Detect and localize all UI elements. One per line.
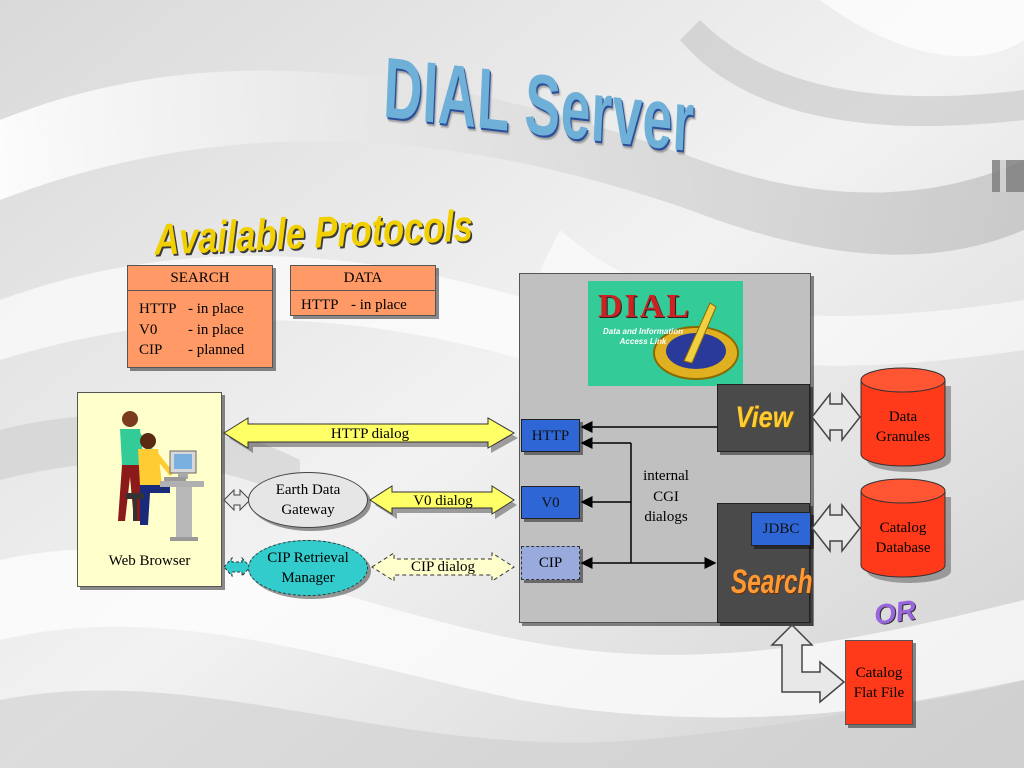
jdbc-box: JDBC	[751, 512, 811, 546]
protocol-name: CIP	[139, 342, 163, 358]
view-label: View	[735, 401, 793, 434]
data-protocol-row: HTTP - in place	[301, 295, 435, 316]
v0-dialog-label: V0 dialog	[413, 493, 473, 509]
search-to-flatfile-arrow	[770, 623, 846, 704]
protocol-status: - in place	[188, 301, 244, 317]
internal-cgi-lines	[580, 421, 717, 569]
view-panel	[717, 384, 810, 452]
web-browser-box: Web Browser	[77, 392, 222, 587]
search-protocol-row: V0 - in place	[139, 320, 272, 341]
data-protocols-box: DATA HTTP - in place	[290, 265, 436, 316]
protocol-name: HTTP	[301, 297, 339, 313]
protocol-status: - in place	[188, 321, 244, 338]
or-label: OR	[871, 594, 918, 631]
search-protocols-box: SEARCH HTTP - in place V0 - in place CIP - …	[127, 265, 273, 368]
cip-dialog-arrow	[371, 552, 515, 582]
earth-data-gateway: Earth Data Gateway	[248, 472, 368, 528]
protocol-name: HTTP	[139, 301, 177, 317]
data-granules-label: Data Granules	[875, 409, 931, 445]
browser-to-earth-gateway-arrow	[223, 488, 251, 512]
search-protocols-header: SEARCH	[128, 266, 272, 291]
cip-port-box: CIP	[521, 546, 580, 580]
cip-dialog-label: CIP dialog	[410, 559, 476, 575]
data-protocols-header: DATA	[291, 266, 435, 291]
search-protocol-row: CIP - planned	[139, 340, 272, 361]
http-dialog-arrow	[223, 417, 518, 453]
protocol-status: - in place	[351, 297, 407, 313]
data-granules-cylinder-icon	[860, 367, 951, 472]
dial-logo-caption: Data and Information Access Link	[602, 327, 683, 346]
v0-dialog-arrow	[369, 485, 517, 519]
browser-to-cip-manager-arrow	[223, 556, 251, 578]
protocol-name: V0	[139, 321, 158, 338]
internal-cgi-dialogs-label: internal CGI dialogs	[643, 468, 689, 525]
search-protocol-row: HTTP - in place	[139, 299, 272, 320]
view-to-granules-arrow	[811, 391, 861, 443]
jdbc-to-database-arrow	[811, 502, 861, 554]
v0-port-box: V0	[521, 486, 580, 519]
http-dialog-label: HTTP dialog	[330, 426, 410, 442]
protocol-status: - planned	[188, 342, 245, 358]
dial-logo: DIAL Data and Information Access Link	[588, 281, 743, 386]
users-at-computer-icon	[118, 411, 204, 541]
catalog-database-label: Catalog Database	[875, 520, 931, 556]
catalog-flat-file-box: Catalog Flat File	[845, 640, 913, 725]
dial-logo-text: DIAL	[598, 288, 692, 325]
web-browser-label: Web Browser	[108, 553, 191, 569]
dial-logo-icon	[653, 302, 739, 380]
cip-retrieval-manager: CIP Retrieval Manager	[248, 540, 368, 596]
http-port-box: HTTP	[521, 419, 580, 452]
catalog-database-cylinder-icon	[860, 478, 951, 583]
